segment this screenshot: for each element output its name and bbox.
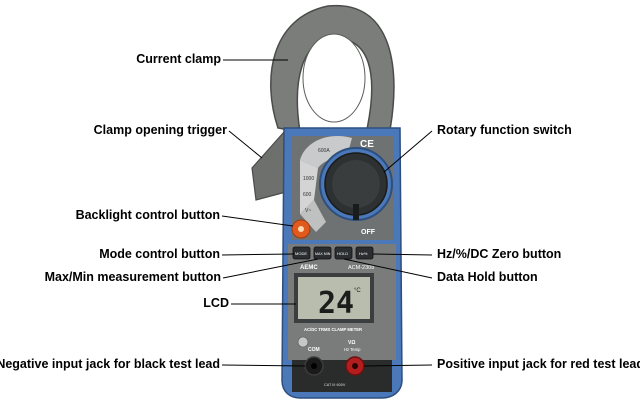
dial-scale: 600A 1000 600 V~ — [300, 136, 352, 232]
negative-input-jack[interactable] — [304, 356, 324, 376]
leader-lines — [221, 59, 433, 367]
svg-text:V~: V~ — [305, 208, 311, 214]
button-row: MODE MAX MIN HOLD Hz% — [292, 246, 374, 260]
label-backlight-button: Backlight control button — [75, 208, 220, 222]
ce-mark: CE — [360, 139, 374, 150]
hold-button[interactable] — [334, 246, 353, 260]
label-current-clamp: Current clamp — [136, 52, 221, 66]
clamp-trigger[interactable] — [251, 130, 287, 201]
tool-icon — [297, 336, 309, 348]
jack-v-label: VΩ — [348, 340, 355, 346]
svg-text:600A: 600A — [318, 148, 330, 154]
meter-subtitle: AC/DC TRMS CLAMP METER — [304, 327, 362, 332]
maxmin-button[interactable] — [313, 246, 332, 260]
rotary-switch[interactable] — [319, 147, 393, 221]
backlight-button[interactable] — [291, 219, 311, 239]
maxmin-button-label: MAX MIN — [315, 252, 331, 256]
jack-com-label: COM — [308, 347, 320, 353]
positive-input-jack[interactable] — [345, 356, 365, 376]
label-clamp-trigger: Clamp opening trigger — [93, 123, 227, 137]
zero-button-label: Hz% — [359, 251, 368, 256]
jack-v-sublabel: Hz Temp — [344, 347, 361, 352]
off-label: OFF — [361, 229, 376, 236]
label-lcd: LCD — [203, 296, 229, 310]
mode-button[interactable] — [292, 246, 311, 260]
svg-text:600: 600 — [303, 192, 312, 198]
svg-text:1000: 1000 — [303, 176, 314, 182]
label-positive-jack: Positive input jack for red test lead — [437, 357, 640, 371]
mode-button-label: MODE — [295, 251, 307, 256]
model-number: ACM-2308 — [348, 265, 374, 271]
rating-label: CAT III 600V — [324, 383, 346, 387]
brand-logo: AEMC — [300, 265, 318, 271]
current-clamp — [270, 4, 395, 135]
lcd-display: 24 °C — [294, 273, 374, 323]
label-rotary-switch: Rotary function switch — [437, 123, 572, 137]
label-zero-button: Hz/%/DC Zero button — [437, 247, 562, 261]
label-mode-button: Mode control button — [99, 247, 220, 261]
label-hold-button: Data Hold button — [437, 270, 538, 284]
zero-button[interactable] — [355, 246, 374, 260]
lcd-value: 24 — [318, 286, 354, 321]
label-negative-jack: Negative input jack for black test lead — [0, 357, 220, 371]
hold-button-label: HOLD — [337, 251, 348, 256]
label-maxmin-button: Max/Min measurement button — [44, 270, 221, 284]
lcd-unit: °C — [354, 288, 361, 294]
